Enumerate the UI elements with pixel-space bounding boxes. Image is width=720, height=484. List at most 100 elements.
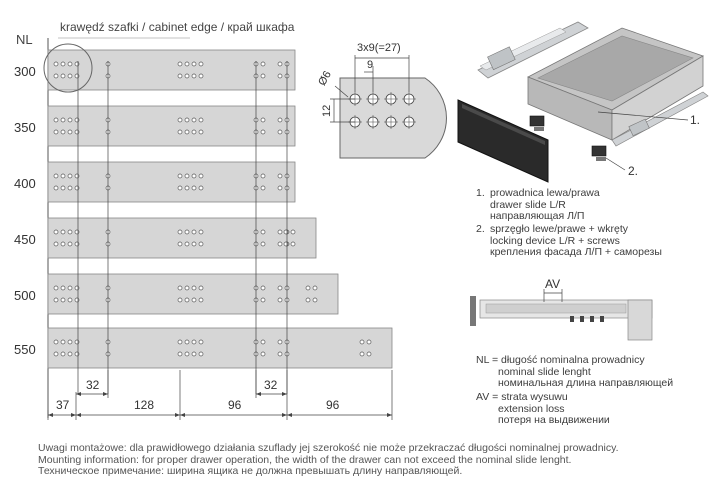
mounting-hole — [74, 173, 80, 179]
mounting-hole — [198, 73, 204, 79]
dim-96-b: 96 — [326, 398, 340, 412]
mounting-hole — [67, 173, 73, 179]
mounting-hole — [191, 339, 197, 345]
mounting-hole — [191, 173, 197, 179]
mounting-hole — [198, 339, 204, 345]
mounting-hole — [67, 285, 73, 291]
mounting-hole — [198, 241, 204, 247]
dimension-lines — [47, 61, 393, 420]
mounting-hole — [67, 229, 73, 235]
mounting-hole — [198, 185, 204, 191]
mounting-hole — [191, 229, 197, 235]
mounting-hole — [277, 285, 283, 291]
mounting-hole — [60, 241, 66, 247]
detail-diameter-label: Ø6 — [316, 69, 334, 88]
mounting-hole — [177, 351, 183, 357]
mounting-hole — [260, 173, 266, 179]
definition-nl: NL = długość nominalna prowadnicy nomina… — [476, 354, 674, 390]
plate-row — [47, 49, 296, 91]
mounting-hole — [277, 61, 283, 67]
mounting-hole — [359, 339, 365, 345]
plate-row — [47, 161, 296, 203]
mounting-hole — [53, 73, 59, 79]
mounting-hole — [74, 297, 80, 303]
mounting-hole — [305, 285, 311, 291]
mounting-hole — [191, 351, 197, 357]
mounting-hole — [60, 117, 66, 123]
mounting-hole — [198, 61, 204, 67]
definition-nl-line-3: номинальная длина направляющей — [498, 377, 674, 390]
mounting-hole — [60, 173, 66, 179]
mounting-hole — [60, 297, 66, 303]
mounting-hole — [260, 229, 266, 235]
mounting-hole — [74, 241, 80, 247]
note-polish: Uwagi montażowe: dla prawidłowego działa… — [38, 442, 619, 454]
mounting-hole — [53, 351, 59, 357]
mounting-hole — [191, 285, 197, 291]
mounting-hole — [277, 297, 283, 303]
mounting-hole — [184, 351, 190, 357]
nl-row-label: 450 — [14, 232, 36, 247]
mounting-hole — [277, 339, 283, 345]
legend-2-line-1: sprzęgło lewe/prawe + wkręty — [490, 223, 629, 235]
mounting-hole — [191, 185, 197, 191]
mounting-hole — [74, 61, 80, 67]
mounting-hole — [177, 73, 183, 79]
mounting-hole — [74, 117, 80, 123]
mounting-hole — [74, 229, 80, 235]
mounting-hole — [67, 297, 73, 303]
av-label: AV — [545, 277, 561, 291]
mounting-hole — [67, 129, 73, 135]
definition-av: AV = strata wysuwu extension loss потеря… — [476, 391, 610, 427]
mounting-hole — [67, 351, 73, 357]
mounting-hole — [198, 297, 204, 303]
definition-av-line-3: потеря на выдвижении — [498, 414, 610, 427]
mounting-hole — [177, 297, 183, 303]
mounting-hole — [191, 129, 197, 135]
callout-2: 2. — [628, 164, 638, 178]
mounting-hole — [191, 297, 197, 303]
dim-32-right: 32 — [264, 378, 278, 392]
mounting-hole — [260, 73, 266, 79]
mounting-hole — [277, 351, 283, 357]
detail-height-label: 12 — [321, 105, 333, 117]
mounting-hole — [67, 61, 73, 67]
mounting-hole — [260, 117, 266, 123]
mounting-hole — [74, 185, 80, 191]
nl-row-label: 300 — [14, 64, 36, 79]
mounting-hole — [74, 73, 80, 79]
mounting-hole — [53, 339, 59, 345]
mounting-hole — [198, 351, 204, 357]
mounting-hole — [277, 117, 283, 123]
mounting-hole — [53, 297, 59, 303]
legend-1-line-1: prowadnica lewa/prawa — [490, 187, 600, 199]
mounting-hole — [74, 129, 80, 135]
mounting-hole — [67, 241, 73, 247]
mounting-hole — [184, 117, 190, 123]
mounting-hole — [177, 117, 183, 123]
mounting-hole — [277, 73, 283, 79]
legend-1-line-3: направляющая Л/П — [490, 210, 585, 223]
cabinet-edge-label: krawędź szafki / cabinet edge / край шка… — [60, 20, 295, 34]
mounting-hole — [67, 73, 73, 79]
legend-1-line-2: drawer slide L/R — [490, 198, 566, 211]
mounting-hole — [191, 241, 197, 247]
mounting-hole — [60, 339, 66, 345]
mounting-hole — [53, 185, 59, 191]
mounting-hole — [366, 351, 372, 357]
mounting-hole — [60, 229, 66, 235]
mounting-hole — [277, 241, 283, 247]
mounting-hole — [198, 173, 204, 179]
mounting-hole — [60, 351, 66, 357]
mounting-hole — [53, 285, 59, 291]
mounting-hole — [67, 117, 73, 123]
mounting-hole — [60, 185, 66, 191]
mounting-hole — [312, 297, 318, 303]
mounting-hole — [198, 285, 204, 291]
mounting-hole — [191, 61, 197, 67]
mounting-hole — [283, 241, 289, 247]
mounting-notes: Uwagi montażowe: dla prawidłowego działa… — [38, 442, 619, 478]
mounting-hole — [53, 229, 59, 235]
mounting-hole — [60, 285, 66, 291]
